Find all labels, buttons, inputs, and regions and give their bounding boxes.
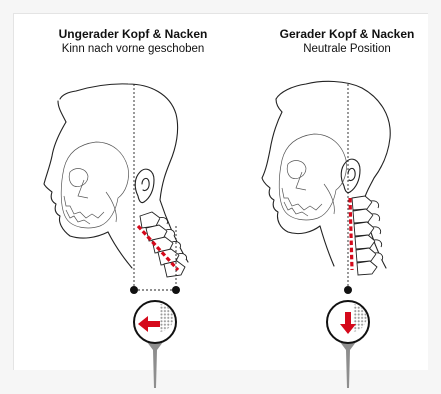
- right-skull-icon: [279, 134, 346, 220]
- left-marker-dot-a: [130, 286, 138, 294]
- left-ear: [135, 169, 154, 202]
- left-golf-ball-on-tee-icon: [134, 301, 176, 388]
- right-marker-dot: [344, 286, 352, 294]
- left-skull-icon: [61, 142, 128, 228]
- left-head-outline: [60, 84, 178, 200]
- right-head-outline: [276, 81, 390, 200]
- left-marker-dot-b: [172, 286, 180, 294]
- right-neck-front: [320, 226, 334, 266]
- right-alignment-line: [350, 198, 352, 270]
- right-ear: [341, 159, 360, 192]
- left-face-profile: [44, 122, 108, 238]
- left-neck-front: [108, 232, 132, 268]
- right-cervical-spine-icon: [352, 196, 383, 275]
- right-face-profile: [262, 112, 320, 234]
- left-cervical-spine-icon: [140, 212, 187, 277]
